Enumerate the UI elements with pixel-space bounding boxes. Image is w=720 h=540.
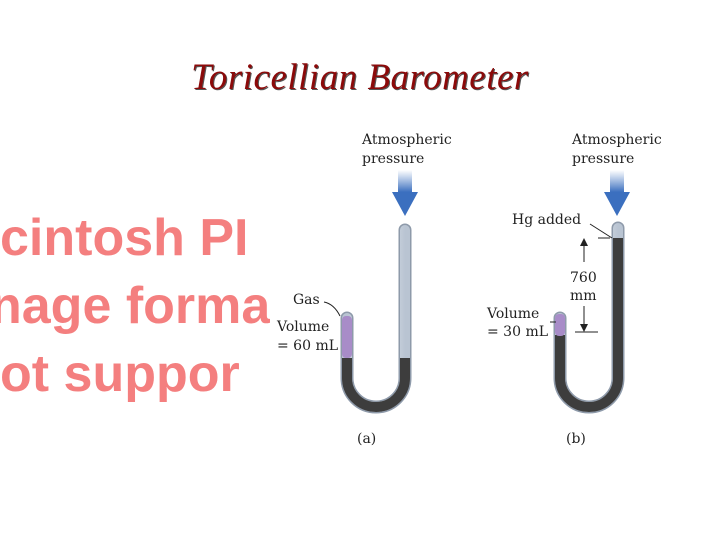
u-tube-a bbox=[340, 223, 412, 414]
hg-added-label: Hg added bbox=[512, 212, 581, 228]
placeholder-text-line: ot suppor bbox=[0, 345, 240, 403]
caption-a: (a) bbox=[357, 431, 376, 447]
placeholder-text-line: nage forma bbox=[0, 277, 270, 335]
trapped-gas-b bbox=[555, 314, 565, 336]
unsupported-image-placeholder: cintosh PI nage forma ot suppor bbox=[0, 204, 270, 404]
volume-label-a: Volume bbox=[276, 319, 329, 335]
hg-leader-line bbox=[589, 223, 613, 239]
pressure-arrow-a bbox=[392, 170, 418, 216]
caption-b: (b) bbox=[566, 431, 586, 447]
atmospheric-label-a: Atmospheric bbox=[361, 132, 452, 148]
pressure-label-a: pressure bbox=[362, 151, 424, 167]
volume-value-a: = 60 mL bbox=[277, 338, 338, 354]
panel-a: Atmospheric pressure Gas Volume = 60 mL … bbox=[276, 132, 452, 447]
height-dimension bbox=[575, 237, 610, 333]
slide-title: Toricellian Barometer bbox=[191, 57, 529, 98]
mercury-column-a bbox=[342, 358, 410, 412]
atmospheric-label-b: Atmospheric bbox=[571, 132, 662, 148]
trapped-gas-a bbox=[342, 316, 352, 358]
panel-b: Atmospheric pressure Hg added 760 mm Vol… bbox=[486, 132, 662, 447]
gas-leader-line bbox=[323, 301, 341, 317]
volume-value-b: = 30 mL bbox=[487, 324, 548, 340]
pressure-label-b: pressure bbox=[572, 151, 634, 167]
placeholder-text-line: cintosh PI bbox=[0, 209, 249, 267]
pressure-arrow-b bbox=[604, 170, 630, 216]
mercury-column-b bbox=[555, 238, 623, 412]
u-tube-b bbox=[553, 221, 625, 414]
height-unit: mm bbox=[570, 288, 597, 304]
gas-label: Gas bbox=[293, 292, 320, 308]
height-value: 760 bbox=[570, 270, 597, 286]
volume-label-b: Volume bbox=[486, 306, 539, 322]
